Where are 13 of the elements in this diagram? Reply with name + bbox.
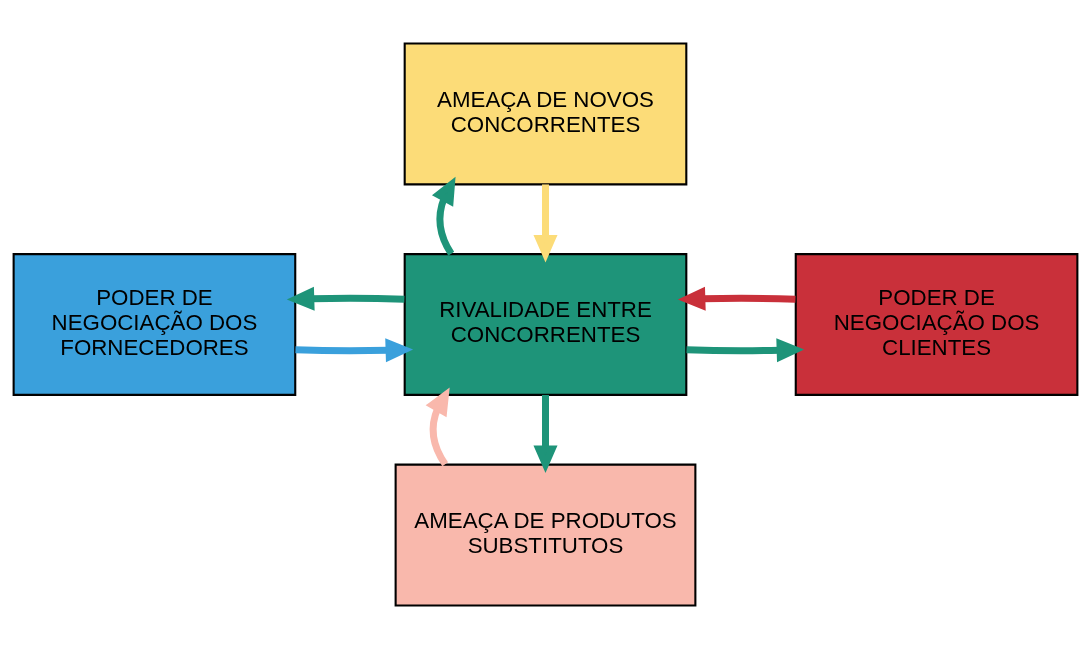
arrow [295, 337, 414, 362]
arrow [677, 286, 796, 311]
arrow [533, 183, 558, 262]
node-box: AMEAÇA DE NOVOS CONCORRENTES [403, 42, 688, 185]
arrow [286, 286, 405, 311]
node-box: PODER DE NEGOCIAÇÃO DOS FORNECEDORES [12, 252, 297, 396]
arrow [425, 386, 450, 466]
arrow [431, 176, 456, 256]
node-box: AMEAÇA DE PRODUTOS SUBSTITUTOS [394, 463, 697, 606]
arrow [533, 394, 558, 473]
arrow [686, 337, 805, 362]
node-box: PODER DE NEGOCIAÇÃO DOS CLIENTES [794, 252, 1079, 396]
node-box: RIVALIDADE ENTRE CONCORRENTES [403, 252, 688, 396]
